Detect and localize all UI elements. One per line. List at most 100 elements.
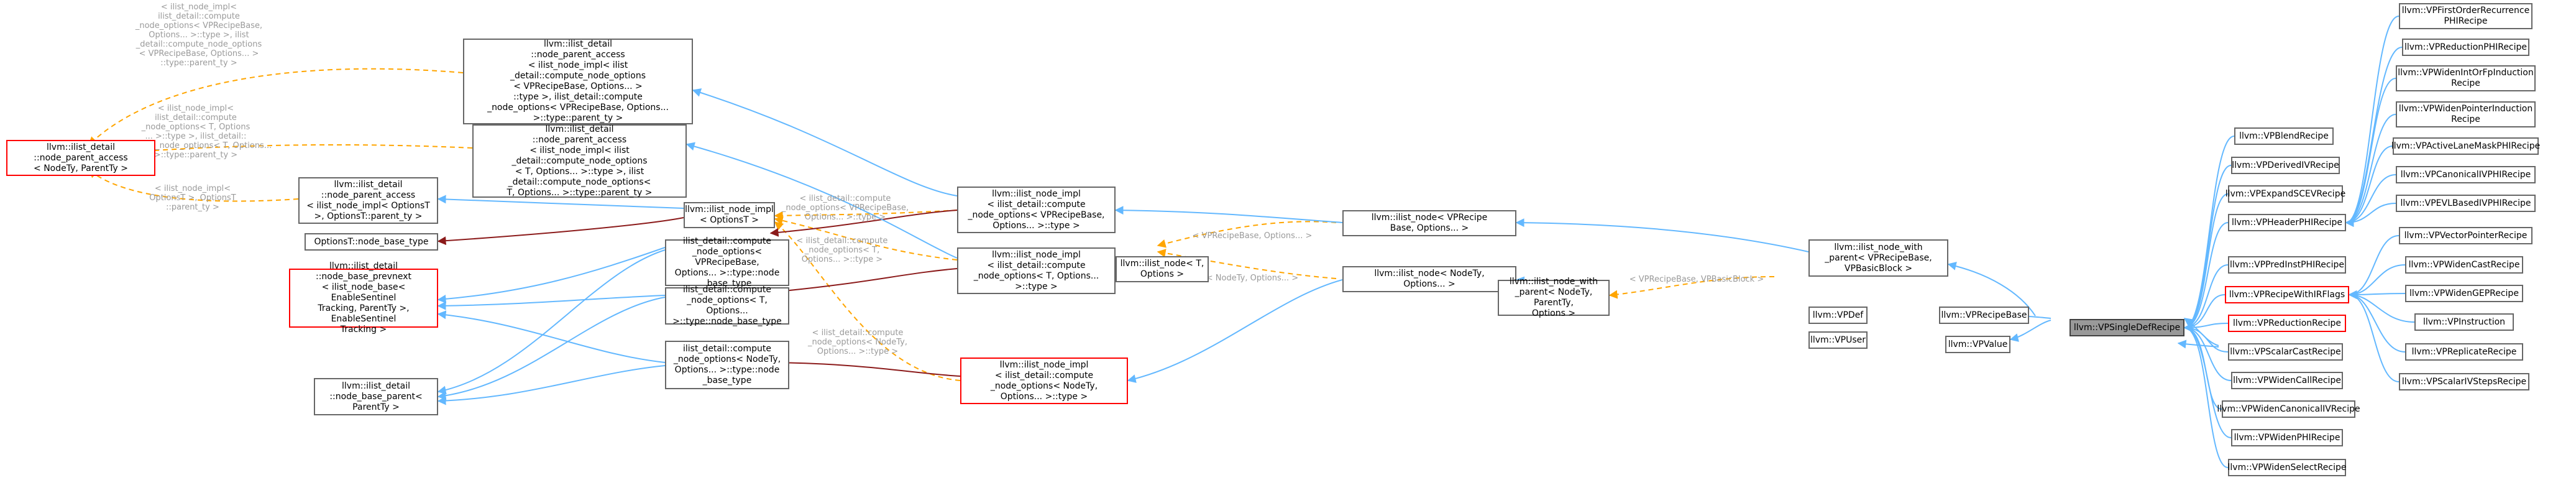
edge-template-impl-t bbox=[774, 216, 958, 261]
edge-public-access-opts bbox=[437, 195, 684, 209]
edge-public-impl-vprecipe bbox=[1114, 206, 1343, 223]
edge-public-single-1 bbox=[2183, 165, 2232, 332]
edge-public-single-2 bbox=[2183, 193, 2229, 332]
node-impl-vprecipe[interactable]: llvm::ilist_node_impl < ilist_detail::co… bbox=[957, 187, 1116, 233]
edge-public-header-1 bbox=[2345, 47, 2403, 227]
node-vpwidencast[interactable]: llvm::VPWidenCastRecipe bbox=[2405, 256, 2523, 274]
node-vpfirstorder[interactable]: llvm::VPFirstOrderRecurrence PHIRecipe bbox=[2399, 3, 2532, 29]
node-vpwidengep[interactable]: llvm::VPWidenGEPRecipe bbox=[2405, 285, 2523, 302]
edge-public-parent-nodety bbox=[437, 365, 666, 405]
edge-public-single-3 bbox=[2183, 222, 2229, 332]
node-vpwidencanonical[interactable]: llvm::VPWidenCanonicalIVRecipe bbox=[2217, 400, 2360, 418]
node-np-access-opts[interactable]: llvm::ilist_detail ::node_parent_access … bbox=[298, 177, 438, 224]
edge-label-np-access-opts: < ilist_node_impl< OptionsT >, OptionsT … bbox=[149, 184, 236, 212]
edge-label-np-access-compute: < ilist_node_impl< ilist_detail::compute… bbox=[119, 104, 272, 160]
edge-usage-options-node-base bbox=[437, 217, 684, 246]
node-vpwidenpointer[interactable]: llvm::VPWidenPointerInduction Recipe bbox=[2396, 101, 2536, 127]
edge-label-ilist-node-nodety: < NodeTy, Options... > bbox=[1206, 274, 1299, 283]
edge-public-vpuser bbox=[2009, 320, 2051, 342]
node-vpreduction[interactable]: llvm::VPReductionRecipe bbox=[2228, 315, 2346, 332]
node-vprecipebase[interactable]: llvm::VPRecipeBase bbox=[1939, 307, 2029, 324]
node-vpuser[interactable]: llvm::VPUser bbox=[1808, 331, 1868, 349]
edge-usage-compute-nodety bbox=[769, 358, 961, 377]
edge-template-impl-nodety bbox=[774, 221, 961, 381]
edge-public-parent-t bbox=[437, 297, 666, 400]
edge-public-single-8 bbox=[2183, 323, 2232, 381]
node-vpwithirflags[interactable]: llvm::VPRecipeWithIRFlags bbox=[2225, 286, 2349, 303]
edge-public-header-6 bbox=[2345, 203, 2396, 227]
node-vpreductionphi[interactable]: llvm::VPReductionPHIRecipe bbox=[2402, 39, 2529, 56]
node-vpvectorpointer[interactable]: llvm::VPVectorPointerRecipe bbox=[2399, 227, 2532, 244]
node-np-access-generic[interactable]: llvm::ilist_detail ::node_parent_access … bbox=[6, 140, 155, 176]
node-vpheaderphi[interactable]: llvm::VPHeaderPHIRecipe bbox=[2228, 214, 2346, 231]
node-vpreplicate[interactable]: llvm::VPReplicateRecipe bbox=[2405, 343, 2523, 361]
edge-label-with-parent: < VPRecipeBase, VPBasicBlock > bbox=[1629, 275, 1764, 284]
node-ilist-node-t[interactable]: llvm::ilist_node< T, Options > bbox=[1116, 256, 1209, 282]
edge-public-irflags-0 bbox=[2348, 235, 2400, 299]
edge-public-access-compute bbox=[685, 142, 958, 259]
node-with-parent-vprecipe[interactable]: llvm::ilist_node_with _parent< VPRecipeB… bbox=[1808, 239, 1948, 277]
edge-public-single-0 bbox=[2183, 136, 2235, 332]
edge-template-np-access-vprecipe bbox=[88, 68, 464, 145]
node-ilist-node-vprecipe[interactable]: llvm::ilist_node< VPRecipe Base, Options… bbox=[1342, 210, 1516, 236]
node-vpexpandscev[interactable]: llvm::VPExpandSCEVRecipe bbox=[2225, 185, 2345, 203]
edge-template-impl-vprecipe bbox=[774, 210, 958, 220]
node-vpinstruction[interactable]: llvm::VPInstruction bbox=[2414, 313, 2514, 331]
node-vpderivediv[interactable]: llvm::VPDerivedIVRecipe bbox=[2231, 157, 2340, 174]
edge-public-prevnext-vprecipe bbox=[437, 247, 666, 303]
edge-public-single-11 bbox=[2183, 323, 2229, 468]
node-base-parent[interactable]: llvm::ilist_detail ::node_base_parent< P… bbox=[314, 378, 438, 415]
node-vpblend[interactable]: llvm::VPBlendRecipe bbox=[2234, 127, 2334, 145]
edge-public-single-10 bbox=[2183, 323, 2232, 438]
node-vpscalarcast[interactable]: llvm::VPScalarCastRecipe bbox=[2228, 343, 2343, 361]
edge-template-ilist-node-nodety bbox=[1157, 249, 1337, 279]
edge-public-parent-vprecipe bbox=[437, 249, 666, 395]
node-np-access-compute[interactable]: llvm::ilist_detail ::node_parent_access … bbox=[472, 124, 687, 198]
edge-template-np-access-opts bbox=[88, 169, 299, 202]
edge-public-irflags-1 bbox=[2348, 264, 2406, 299]
node-vpwidenphi[interactable]: llvm::VPWidenPHIRecipe bbox=[2231, 429, 2343, 446]
edge-public-irflags-5 bbox=[2348, 290, 2400, 382]
edge-label-impl-nodety: < ilist_detail::compute _node_options< N… bbox=[807, 328, 908, 356]
node-compute-vprecipe[interactable]: ilist_detail::compute _node_options< VPR… bbox=[665, 236, 789, 288]
edge-public-header-2 bbox=[2345, 78, 2396, 227]
node-vpactivelane[interactable]: llvm::VPActiveLaneMaskPHIRecipe bbox=[2391, 137, 2540, 155]
node-compute-nodety[interactable]: ilist_detail::compute _node_options< Nod… bbox=[665, 341, 789, 389]
node-ilist-node-impl-opts[interactable]: llvm::ilist_node_impl < OptionsT > bbox=[684, 202, 775, 228]
node-vpwidencall[interactable]: llvm::VPWidenCallRecipe bbox=[2231, 372, 2343, 389]
edge-label-ilist-node-vprecipe: < VPRecipeBase, Options... > bbox=[1192, 231, 1313, 241]
node-impl-t[interactable]: llvm::ilist_node_impl < ilist_detail::co… bbox=[957, 247, 1116, 294]
node-vpvalue[interactable]: llvm::VPValue bbox=[1945, 336, 2010, 353]
edge-public-single-4 bbox=[2183, 264, 2229, 332]
edge-usage-compute-t bbox=[769, 268, 958, 296]
edge-public-prevnext-t bbox=[437, 295, 666, 310]
node-impl-nodety[interactable]: llvm::ilist_node_impl < ilist_detail::co… bbox=[960, 358, 1128, 404]
node-vpwidenselect[interactable]: llvm::VPWidenSelectRecipe bbox=[2228, 459, 2346, 476]
node-vpevlbased[interactable]: llvm::VPEVLBasedIVPHIRecipe bbox=[2396, 195, 2536, 212]
node-vppredinstphi[interactable]: llvm::VPPredInstPHIRecipe bbox=[2228, 256, 2346, 274]
node-options-node-base[interactable]: OptionsT::node_base_type bbox=[305, 233, 438, 251]
node-vpdef[interactable]: llvm::VPDef bbox=[1808, 307, 1868, 324]
edge-template-ilist-node-vprecipe bbox=[1157, 221, 1337, 248]
edge-public-access-vprecipe bbox=[692, 88, 958, 196]
node-np-access-vprecipe[interactable]: llvm::ilist_detail ::node_parent_access … bbox=[463, 39, 693, 124]
edge-label-np-access-vprecipe: < ilist_node_impl< ilist_detail::compute… bbox=[135, 2, 263, 68]
edge-public-header-4 bbox=[2345, 145, 2393, 227]
node-compute-t[interactable]: ilist_detail::compute _node_options< T, … bbox=[665, 285, 789, 326]
node-vpcanonicaliv[interactable]: llvm::VPCanonicalIVPHIRecipe bbox=[2396, 166, 2536, 183]
node-vpwidenintorfp[interactable]: llvm::VPWidenIntOrFpInduction Recipe bbox=[2396, 65, 2536, 91]
edge-public-irflags-4 bbox=[2348, 290, 2406, 353]
edge-usage-compute-vprecipe bbox=[769, 210, 958, 237]
edge-public-header-0 bbox=[2345, 16, 2400, 227]
edge-public-vprecipebase bbox=[2183, 318, 2219, 346]
edge-public-impl-nodety bbox=[1127, 279, 1343, 383]
node-ilist-node-nodety[interactable]: llvm::ilist_node< NodeTy, Options... > bbox=[1342, 266, 1516, 292]
node-with-parent-generic[interactable]: llvm::ilist_node_with _parent< NodeTy, P… bbox=[1498, 277, 1610, 318]
edge-public-prevnext-nodety bbox=[437, 310, 666, 363]
node-vpscalarivsteps[interactable]: llvm::VPScalarIVStepsRecipe bbox=[2399, 373, 2529, 390]
node-vpsingledef[interactable]: llvm::VPSingleDefRecipe bbox=[2070, 319, 2184, 336]
edge-label-impl-t: < ilist_detail::compute _node_options< T… bbox=[796, 236, 888, 264]
edge-label-impl-vprecipe: < ilist_detail::compute _node_options< V… bbox=[781, 194, 909, 222]
node-base-prevnext[interactable]: llvm::ilist_detail ::node_base_prevnext … bbox=[289, 261, 438, 335]
